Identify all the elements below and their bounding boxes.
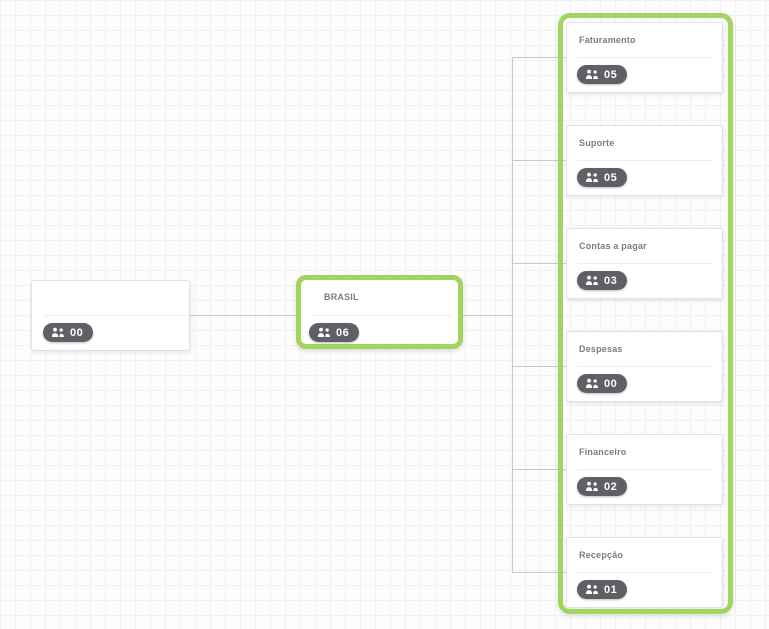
- node-title: Faturamento: [579, 35, 636, 45]
- org-node-brasil[interactable]: BRASIL 06: [296, 275, 463, 349]
- connector-branch-financeiro: [512, 469, 566, 470]
- node-title: Contas a pagar: [579, 241, 647, 251]
- card-divider: [577, 366, 712, 367]
- card-divider: [577, 469, 712, 470]
- node-title: Suporte: [579, 138, 615, 148]
- users-icon: [585, 481, 599, 491]
- connector-branch-contas-a-pagar: [512, 263, 566, 264]
- member-count: 02: [604, 480, 618, 493]
- connector-root-to-brasil: [190, 315, 296, 316]
- card-divider: [577, 263, 712, 264]
- member-count-badge: 00: [43, 323, 94, 342]
- member-count-badge: 06: [309, 323, 360, 342]
- member-count-badge: 01: [577, 580, 628, 599]
- member-count: 00: [604, 377, 618, 390]
- org-node-suporte[interactable]: Suporte 05: [566, 125, 723, 196]
- member-count-badge: 03: [577, 271, 628, 290]
- connector-branch-despesas: [512, 366, 566, 367]
- connector-branch-recepcao: [512, 572, 566, 573]
- card-divider: [577, 160, 712, 161]
- card-divider: [577, 57, 712, 58]
- org-node-recepcao[interactable]: Recepção 01: [566, 537, 723, 608]
- member-count: 01: [604, 583, 618, 596]
- node-title: BRASIL: [324, 292, 359, 302]
- node-title: Recepção: [579, 550, 624, 560]
- org-node-contas-a-pagar[interactable]: Contas a pagar 03: [566, 228, 723, 299]
- users-icon: [585, 69, 599, 79]
- member-count: 05: [604, 171, 618, 184]
- connector-trunk: [512, 57, 513, 573]
- org-node-root[interactable]: 00: [31, 280, 190, 351]
- connector-branch-suporte: [512, 160, 566, 161]
- org-node-faturamento[interactable]: Faturamento 05: [566, 22, 723, 93]
- users-icon: [317, 327, 331, 337]
- card-divider: [577, 572, 712, 573]
- users-icon: [585, 584, 599, 594]
- org-node-financeiro[interactable]: Financeiro 02: [566, 434, 723, 505]
- member-count: 06: [336, 326, 350, 339]
- card-divider: [44, 315, 185, 316]
- users-icon: [51, 327, 65, 337]
- member-count: 05: [604, 68, 618, 81]
- member-count: 03: [604, 274, 618, 287]
- connector-brasil-to-trunk: [463, 315, 512, 316]
- member-count: 00: [70, 326, 84, 339]
- users-icon: [585, 172, 599, 182]
- children-group-selection-outline: [558, 13, 733, 614]
- member-count-badge: 00: [577, 374, 628, 393]
- node-title: Financeiro: [579, 447, 627, 457]
- member-count-badge: 02: [577, 477, 628, 496]
- users-icon: [585, 275, 599, 285]
- card-divider: [310, 315, 453, 316]
- connector-branch-faturamento: [512, 57, 566, 58]
- member-count-badge: 05: [577, 168, 628, 187]
- member-count-badge: 05: [577, 65, 628, 84]
- node-title: Despesas: [579, 344, 623, 354]
- org-node-despesas[interactable]: Despesas 00: [566, 331, 723, 402]
- users-icon: [585, 378, 599, 388]
